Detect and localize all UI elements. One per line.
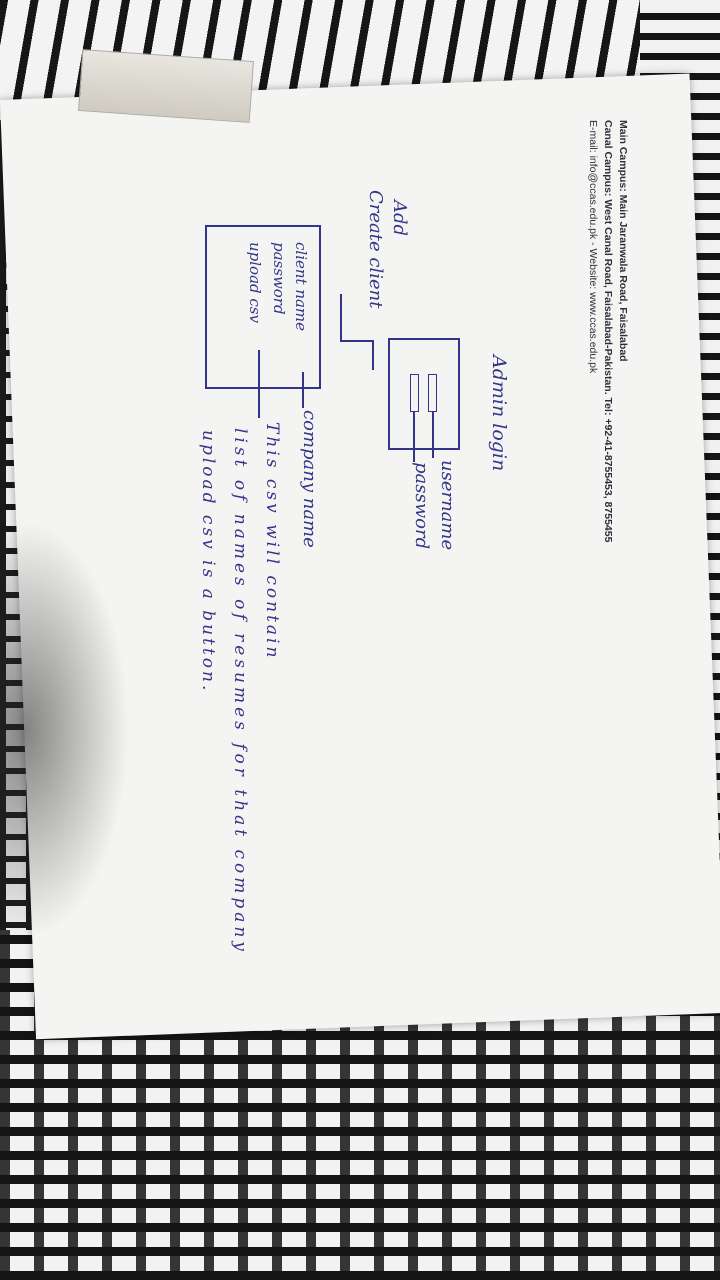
csv-note-line-2: list of names of resumes for that compan… [230,428,250,955]
form-field-client-name: client name [292,242,310,332]
create-client-label: Create client [365,190,386,309]
password-field-sketch [410,374,419,412]
csv-note-arrow [258,350,260,418]
username-field-sketch [428,374,437,412]
password-arrow [413,412,415,462]
sketch-title: Admin login [488,355,510,472]
username-label: username [437,460,458,551]
form-field-upload-csv: upload csv [246,242,264,323]
create-client-form-box [205,225,321,389]
password-label: password [411,462,432,550]
login-box [388,338,460,450]
connector-line-2 [340,340,374,342]
connector-arrow [340,294,342,340]
company-name-arrow [302,372,304,408]
csv-note-line-3: upload csv is a button. [198,430,218,694]
csv-note-line-1: This csv will contain [262,422,282,661]
form-field-password: password [270,242,288,315]
username-arrow [432,412,434,458]
company-name-note: company name [299,410,320,548]
connector-line [372,340,374,370]
add-label: Add [389,200,410,237]
